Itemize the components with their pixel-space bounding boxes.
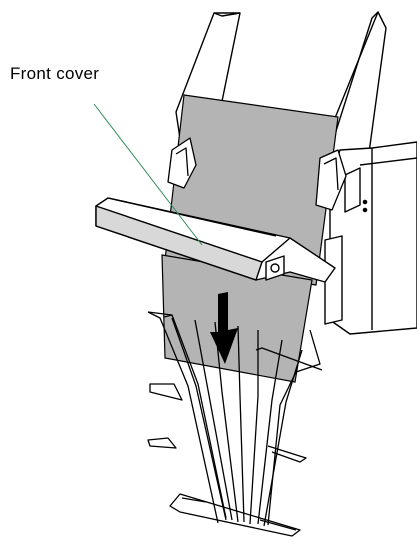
- front-cover: [95, 197, 336, 283]
- left-side-guide: [167, 137, 197, 189]
- front-cover-label: Front cover: [10, 64, 100, 83]
- scanner-body: [324, 141, 417, 335]
- front-cover-leader-line: [93, 103, 203, 246]
- right-side-guide: [315, 149, 347, 211]
- output-wire-tray: [147, 311, 323, 537]
- cover-release-icon: [265, 255, 285, 281]
- arrow-down-icon: [210, 292, 238, 364]
- side-paper-guides: [167, 137, 347, 211]
